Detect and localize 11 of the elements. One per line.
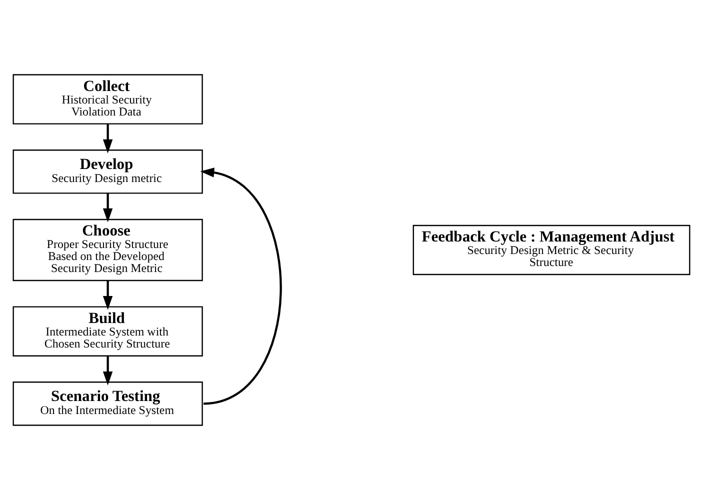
- node-box: Collect Historical Security Violation Data: [12, 74, 203, 124]
- arrow: [102, 124, 113, 153]
- arrow: [102, 280, 113, 310]
- arrow: [102, 192, 113, 222]
- arrow: [200, 167, 282, 404]
- node-box: Choose Proper Security Structure Based on the Developed Security Design Metric: [12, 218, 203, 281]
- node-box: Develop Security Design metric: [12, 149, 203, 194]
- node-box: Feedback Cycle : Management Adjust Security Design Metric & Security Structure: [412, 224, 690, 275]
- arrow: [102, 356, 113, 385]
- node-box: Scenario Testing On the Intermediate System: [12, 381, 203, 426]
- node-box: Build Intermediate System with Chosen Security Structure: [12, 306, 203, 356]
